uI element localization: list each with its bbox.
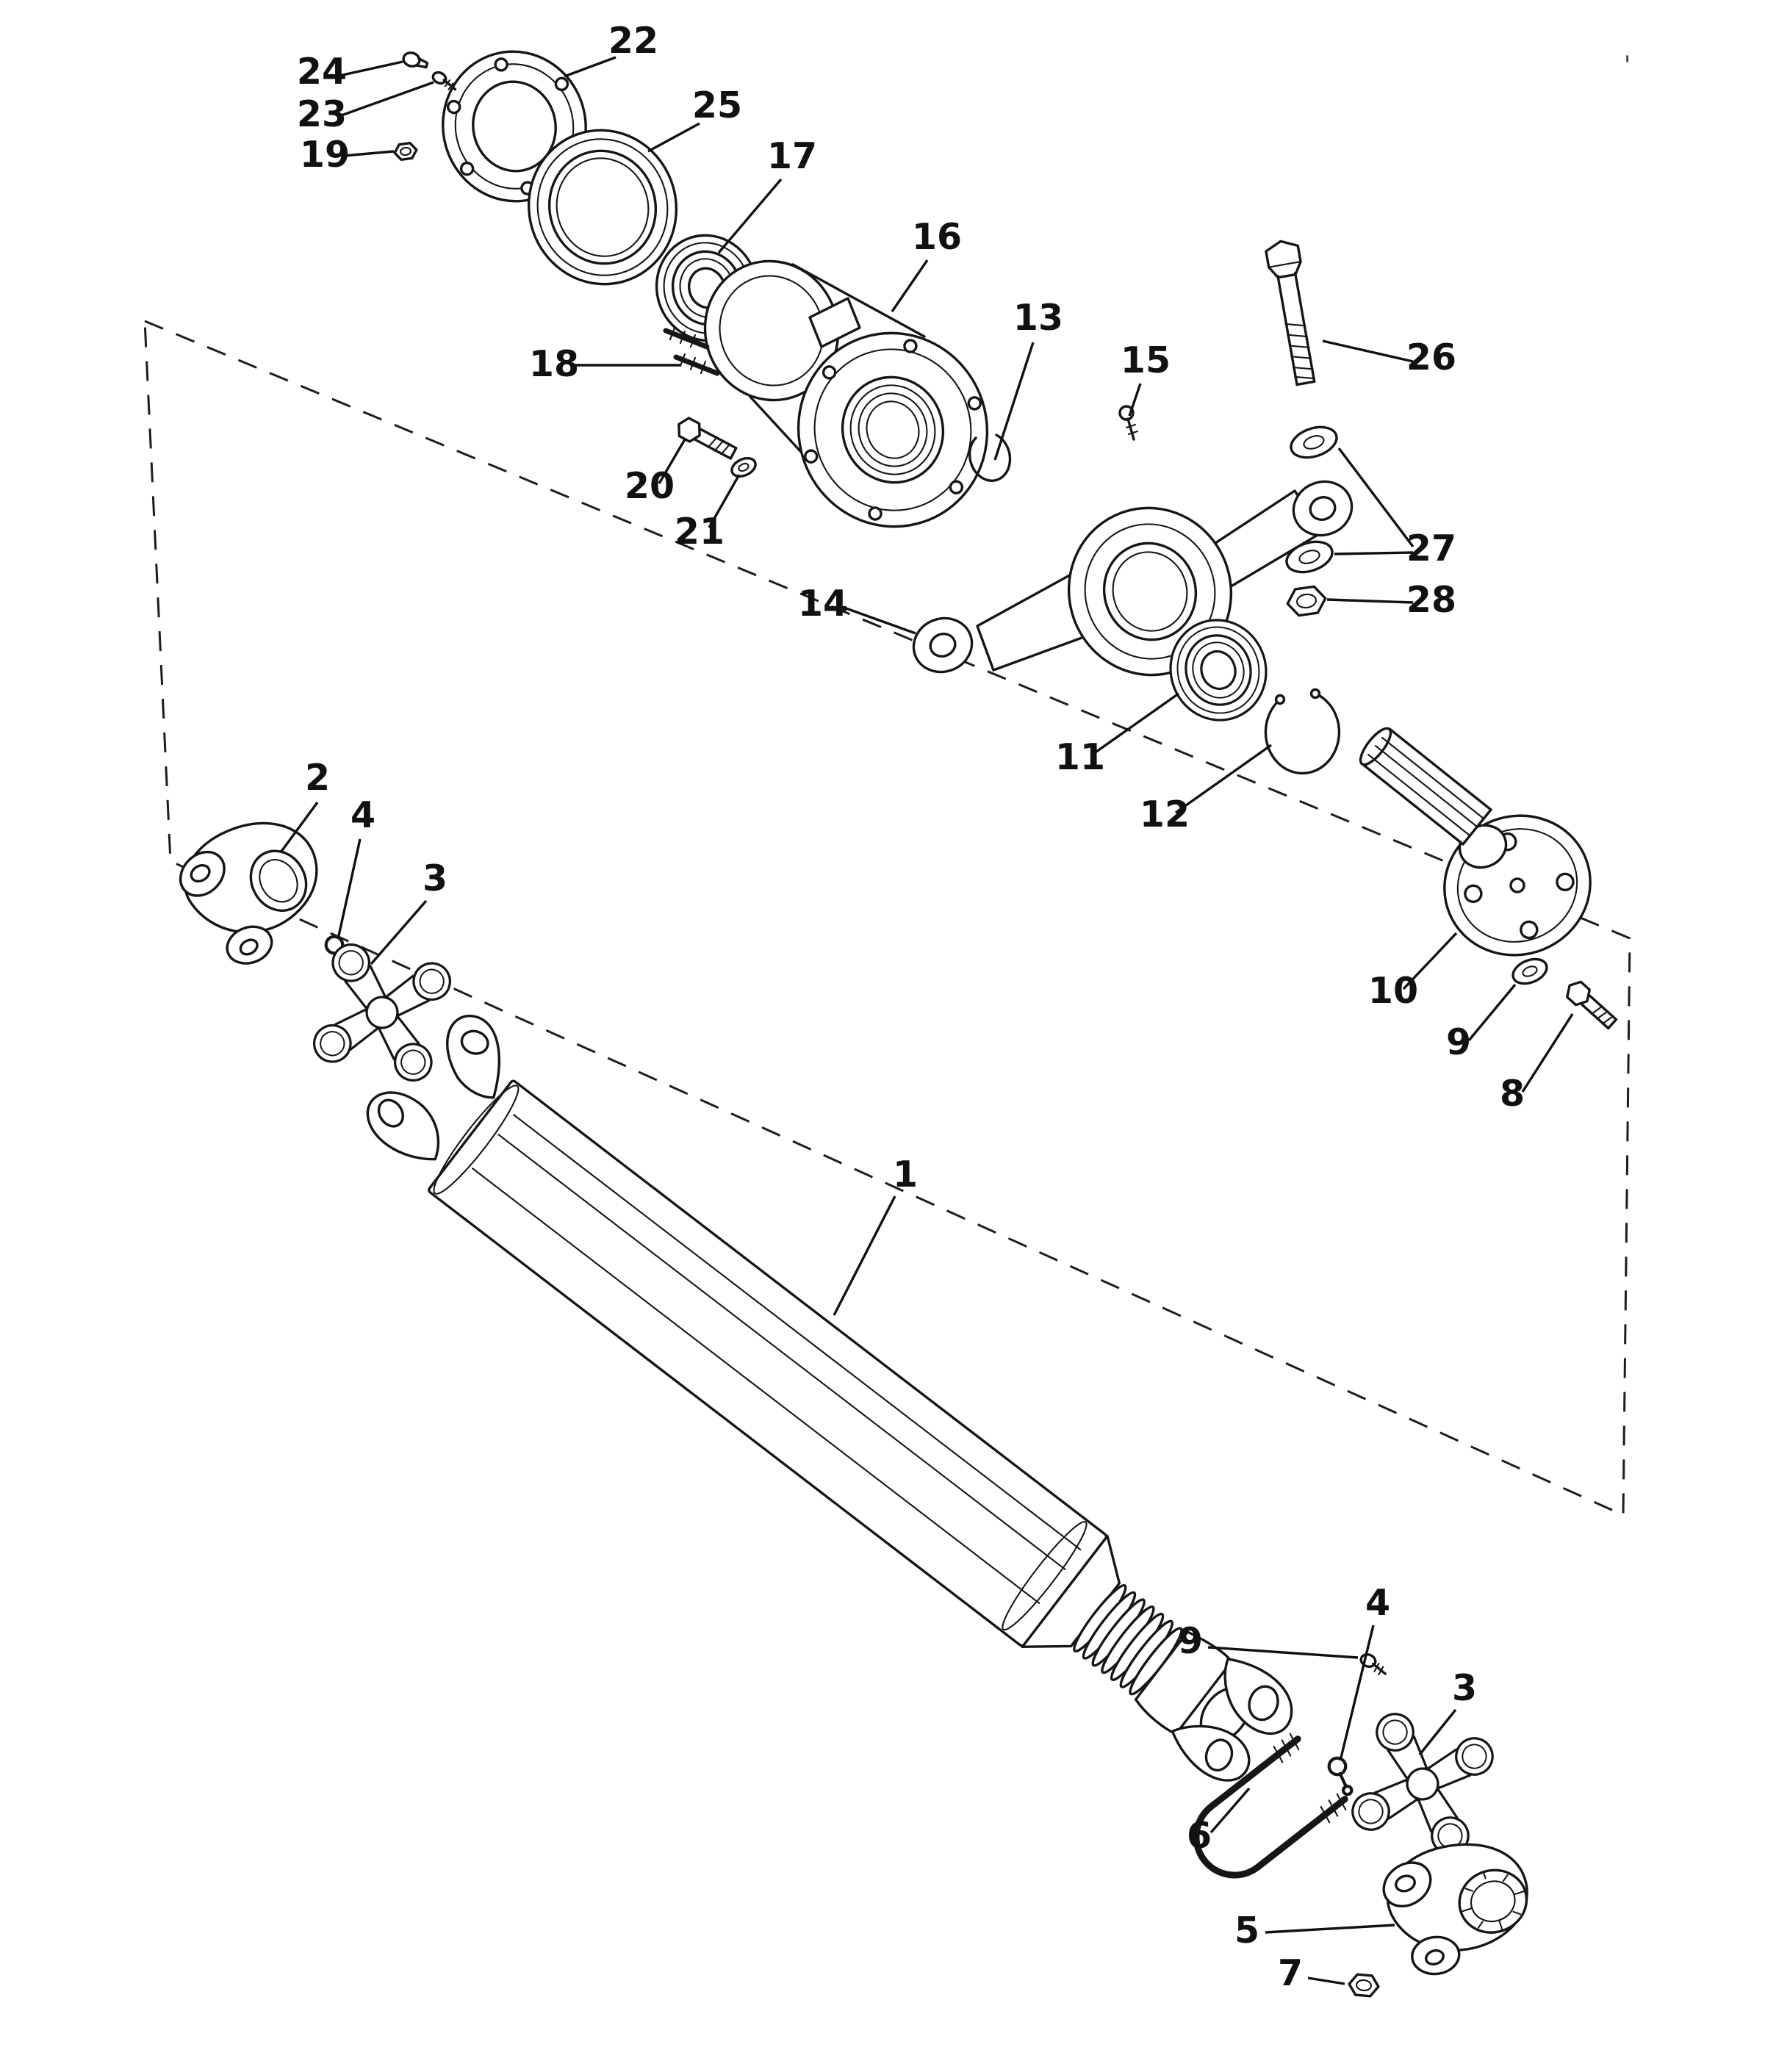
splined-shaft: [1359, 727, 1492, 846]
callout-25: 25: [647, 84, 742, 153]
callout-18: 18: [529, 343, 680, 385]
callout-20: 20: [625, 439, 686, 507]
callout-12: 12: [1140, 744, 1272, 835]
rear-end-yoke: [1382, 1843, 1528, 1976]
callout-1: 1: [833, 1154, 918, 1316]
svg-text:10: 10: [1368, 970, 1418, 1012]
svg-text:12: 12: [1140, 794, 1190, 835]
svg-text:7: 7: [1278, 1952, 1303, 1994]
callout-10: 10: [1368, 932, 1458, 1012]
stray-mark: ': [1624, 51, 1631, 80]
callout-16: 16: [891, 216, 962, 312]
svg-text:18: 18: [529, 343, 579, 385]
seal-ring: [968, 434, 1012, 482]
svg-text:4: 4: [351, 794, 375, 836]
u-bolt: [1193, 1733, 1348, 1879]
callout-24: 24: [297, 51, 403, 93]
svg-text:4: 4: [1365, 1582, 1390, 1624]
callout-3-rear: 3: [1418, 1667, 1477, 1756]
svg-text:9: 9: [1446, 1021, 1471, 1063]
callout-8: 8: [1500, 1013, 1574, 1115]
svg-text:20: 20: [625, 465, 675, 507]
svg-text:27: 27: [1406, 528, 1456, 569]
front-flange-yoke: [179, 821, 318, 965]
svg-text:6: 6: [1187, 1815, 1212, 1857]
housing-washer: [730, 457, 757, 478]
output-flange-shaft: [1359, 727, 1592, 957]
callout-4-rear: 4: [1339, 1582, 1390, 1761]
carrier-bolt: [1265, 240, 1316, 386]
u-joint-cross-front: [276, 907, 488, 1118]
studs: [663, 326, 720, 376]
svg-text:16: 16: [912, 216, 962, 258]
bearing-carrier: [912, 480, 1354, 677]
callout-17: 17: [717, 135, 817, 254]
svg-text:26: 26: [1406, 337, 1456, 378]
housing-bolt: [677, 417, 738, 460]
svg-text:14: 14: [798, 583, 848, 625]
flange-bolt: [1566, 980, 1618, 1030]
svg-text:8: 8: [1500, 1073, 1525, 1115]
svg-text:11: 11: [1055, 736, 1105, 778]
svg-text:28: 28: [1406, 579, 1456, 621]
svg-text:3: 3: [1452, 1667, 1477, 1709]
svg-text:23: 23: [297, 93, 347, 135]
carrier-nut: [1286, 585, 1327, 617]
svg-text:22: 22: [608, 20, 658, 62]
flange-washer: [1511, 957, 1548, 985]
callout-label: 1: [893, 1154, 918, 1195]
drive-shaft-tube: [366, 1014, 1293, 1782]
grease-fitting-rear: [1320, 1755, 1362, 1796]
callout-21: 21: [675, 474, 741, 553]
callout-4-front: 4: [337, 794, 375, 940]
callouts: 1 2 3 4 5 6 7 8: [279, 20, 1574, 1994]
svg-text:17: 17: [767, 135, 817, 177]
callout-27: 27: [1334, 447, 1456, 569]
callout-5: 5: [1234, 1910, 1395, 1952]
callout-14: 14: [798, 583, 916, 635]
retaining-ring: [1264, 688, 1341, 775]
retainer-screw-23: [431, 71, 457, 91]
svg-text:19: 19: [300, 134, 350, 176]
callout-11: 11: [1055, 692, 1179, 778]
svg-text:21: 21: [675, 511, 725, 553]
callout-28: 28: [1326, 579, 1456, 621]
callout-7: 7: [1278, 1952, 1345, 1994]
svg-text:24: 24: [297, 51, 347, 93]
carrier-ring: [527, 129, 678, 286]
svg-text:5: 5: [1234, 1910, 1259, 1952]
slip-yoke: [1134, 1630, 1293, 1782]
coupler-housing: [703, 259, 989, 528]
svg-text:9: 9: [1178, 1620, 1203, 1662]
callout-22: 22: [564, 20, 658, 78]
svg-text:15: 15: [1121, 339, 1171, 381]
dashed-boundary-plane: [143, 319, 1631, 1517]
retainer-nut: [393, 141, 418, 162]
callout-6: 6: [1187, 1787, 1251, 1857]
retainer-screw-24: [402, 51, 429, 69]
callout-2: 2: [279, 757, 330, 854]
callout-15: 15: [1121, 339, 1171, 417]
callout-9-flange: 9: [1446, 983, 1517, 1063]
callout-26: 26: [1322, 337, 1456, 378]
callout-9-slip-yoke: 9: [1178, 1620, 1359, 1662]
svg-text:3: 3: [423, 857, 447, 899]
callout-13: 13: [993, 297, 1063, 461]
svg-text:13: 13: [1013, 297, 1063, 339]
locknut: [1348, 1973, 1380, 1998]
leader-line: [833, 1195, 896, 1316]
callout-19: 19: [300, 134, 395, 176]
carrier-washers: [1285, 425, 1338, 574]
callout-23: 23: [297, 81, 434, 135]
carrier-screw: [1118, 405, 1139, 441]
callout-3-front: 3: [370, 857, 447, 965]
svg-text:2: 2: [305, 757, 330, 799]
svg-text:25: 25: [692, 84, 742, 126]
